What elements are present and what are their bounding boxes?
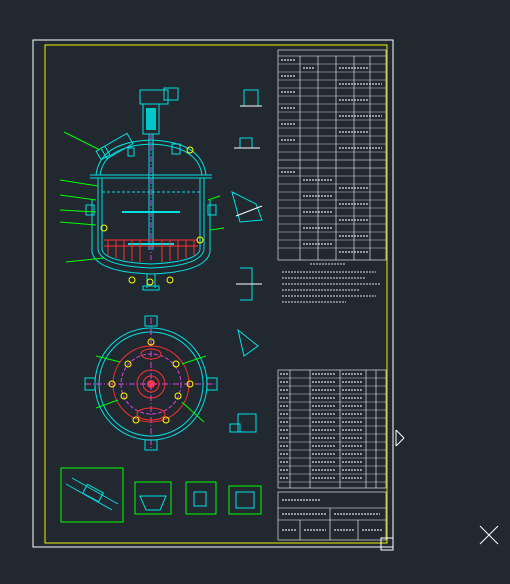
crosshair-cursor-icon bbox=[479, 525, 499, 545]
heating-coil bbox=[104, 239, 198, 262]
bottom-details bbox=[60, 467, 262, 523]
vessel-elevation bbox=[59, 87, 225, 291]
parts-list-rows bbox=[278, 377, 386, 483]
parts-list-text bbox=[280, 373, 362, 479]
table-top-text bbox=[281, 59, 382, 253]
parts-list-table bbox=[277, 369, 387, 489]
drawing-frame bbox=[44, 44, 388, 544]
technical-table-top bbox=[277, 49, 387, 261]
vessel-plan-view bbox=[84, 315, 218, 451]
pick-box bbox=[380, 537, 394, 551]
inclined-nozzle bbox=[95, 132, 134, 161]
table-top-rows bbox=[278, 63, 386, 249]
title-block-text bbox=[282, 499, 382, 531]
ucs-icon bbox=[395, 429, 405, 447]
technical-notes bbox=[282, 263, 380, 303]
detail-views bbox=[229, 89, 263, 433]
title-block bbox=[277, 491, 387, 541]
sheet-border bbox=[32, 39, 394, 548]
